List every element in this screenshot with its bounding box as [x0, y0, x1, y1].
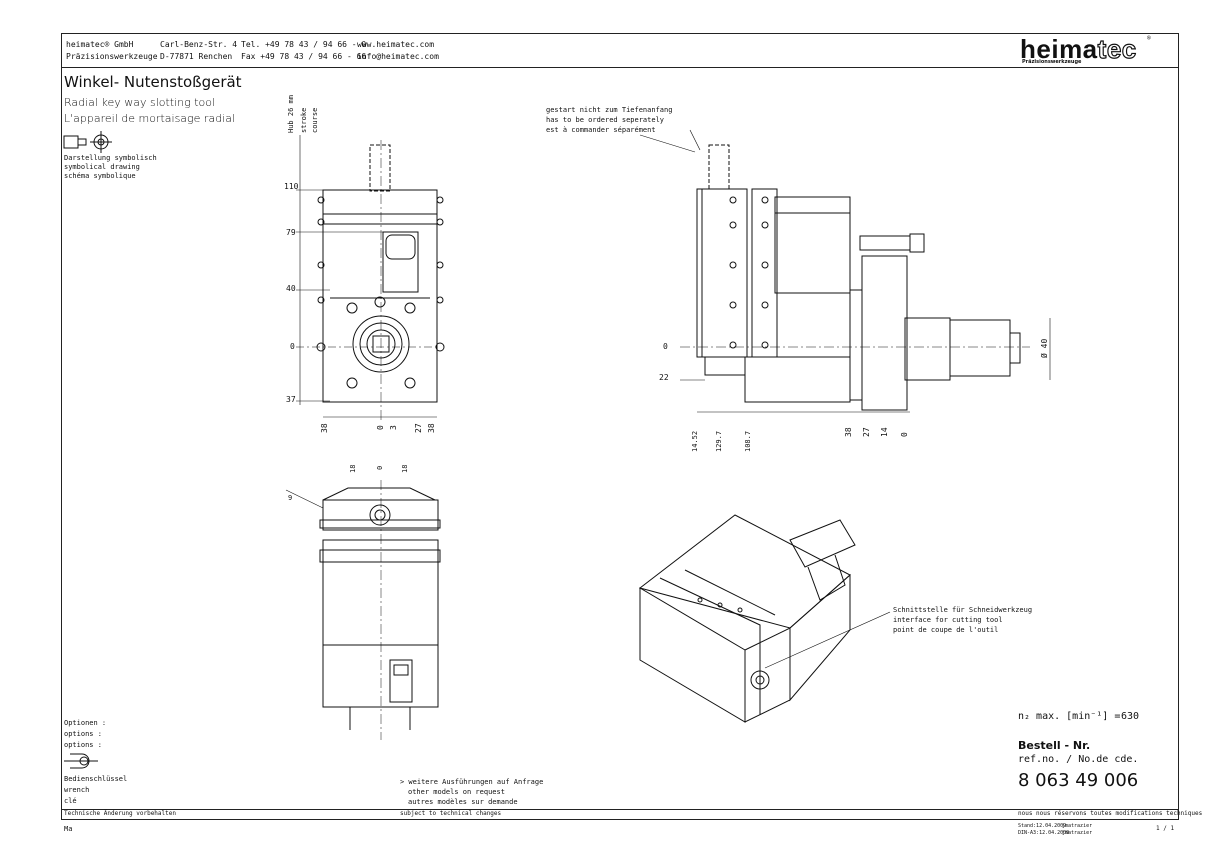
symbolic-fr: schéma symbolique — [64, 172, 136, 180]
options-en: options : — [64, 730, 102, 738]
title-french: L'appareil de mortaisage radial — [64, 112, 236, 125]
phone-number: Tel. +49 78 43 / 94 66 - 0 — [241, 40, 367, 49]
wrench-en: wrench — [64, 786, 90, 794]
wrench-de: Bedienschlüssel — [64, 775, 128, 783]
speed-label: n₂ max. [min⁻¹] = — [1018, 711, 1121, 722]
symbolic-tool-icon — [63, 131, 112, 153]
header-divider — [61, 67, 1179, 68]
address-street: Carl-Benz-Str. 4 — [160, 40, 238, 49]
note-interface-de: Schnittstelle für Schneidwerkzeug — [893, 606, 1033, 614]
heimatec-logo: heimatec — [1020, 34, 1137, 64]
dim-front-40: 40 — [286, 284, 296, 293]
footer-divider — [61, 809, 1179, 810]
wrench-icon — [64, 753, 98, 769]
website-link[interactable]: www.heimatec.com — [357, 40, 435, 49]
order-label: Bestell - Nr. — [1018, 739, 1091, 752]
title-english: Radial key way slotting tool — [64, 96, 216, 109]
company-name: heimatec® GmbH — [66, 40, 134, 49]
footer-changes-en: subject to technical changes — [400, 810, 502, 817]
footer-changes-de: Technische Änderung vorbehalten — [64, 810, 176, 817]
dim-front-79: 79 — [286, 228, 296, 237]
options-de: Optionen : — [64, 719, 107, 727]
dim-front-37: 37 — [286, 395, 296, 404]
order-sub: ref.no. / No.de cde. — [1018, 754, 1139, 765]
logo-subtitle: Präzisionswerkzeuge — [1022, 59, 1082, 65]
more-models-en: other models on request — [408, 788, 505, 796]
dim-side-0: 0 — [663, 342, 668, 351]
dim-front-110: 110 — [284, 182, 299, 191]
footer-name2: jmatrazier — [1062, 830, 1093, 836]
logo-registered: ® — [1147, 35, 1151, 42]
company-sub: Präzisionswerkzeuge — [66, 52, 158, 61]
footer-changes-fr: nous nous réservons toutes modifications… — [1018, 810, 1203, 817]
note-interface-en: interface for cutting tool — [893, 616, 1003, 624]
title-german: Winkel- Nutenstoßgerät — [64, 73, 242, 91]
dim-side-22: 22 — [659, 373, 669, 382]
front-view — [296, 135, 445, 420]
order-number: 8 063 49 006 — [1018, 770, 1139, 791]
note-depth-en: has to be ordered seperately — [546, 116, 665, 124]
footer-stand1: Stand:12.04.2009 — [1018, 823, 1067, 829]
note-depth-fr: est à commander séparément — [546, 126, 656, 134]
side-view — [639, 129, 1051, 413]
note-depth-de: gestart nicht zum Tiefenanfang — [546, 106, 673, 114]
isometric-view — [638, 514, 891, 723]
speed-value: 630 — [1121, 711, 1140, 722]
dim-top-9: 9 — [288, 494, 293, 502]
symbolic-en: symbolical drawing — [64, 163, 140, 171]
symbolic-de: Darstellung symbolisch — [64, 154, 157, 162]
more-models-de: > weitere Ausführungen auf Anfrage — [400, 778, 544, 786]
note-interface-fr: point de coupe de l'outil — [893, 626, 999, 634]
fax-number: Fax +49 78 43 / 94 66 - 66 — [241, 52, 367, 61]
options-fr: options : — [64, 741, 102, 749]
drawing-frame — [61, 33, 1179, 820]
wrench-fr: clé — [64, 797, 77, 805]
dim-front-0: 0 — [290, 342, 295, 351]
email-link[interactable]: info@heimatec.com — [357, 52, 439, 61]
more-models-fr: autres modèles sur demande — [408, 798, 518, 806]
footer-stand2: DIN-A3:12.04.2009 — [1018, 830, 1070, 836]
footer-page: 1 / 1 — [1156, 825, 1175, 832]
top-view — [285, 480, 441, 740]
footer-ma: Ma — [64, 825, 73, 833]
address-city: D-77871 Renchen — [160, 52, 233, 61]
footer-name1: jmatrazier — [1062, 823, 1093, 829]
